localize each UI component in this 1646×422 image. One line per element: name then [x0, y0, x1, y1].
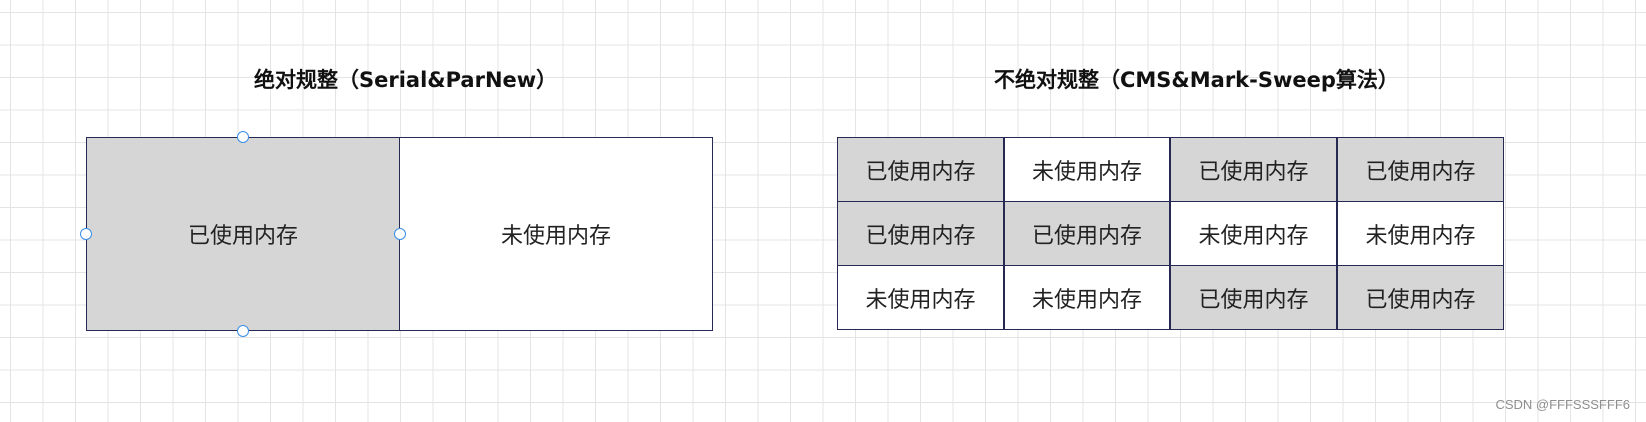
- used-memory-cell[interactable]: 已使用内存: [837, 201, 1004, 266]
- left-diagram-title: 绝对规整（Serial&ParNew）: [254, 68, 558, 92]
- free-memory-block[interactable]: 未使用内存: [399, 137, 713, 331]
- used-memory-cell[interactable]: 已使用内存: [1170, 265, 1337, 330]
- used-memory-cell[interactable]: 已使用内存: [1004, 201, 1170, 266]
- resize-handle-top[interactable]: [237, 131, 249, 143]
- free-memory-cell[interactable]: 未使用内存: [837, 265, 1004, 330]
- free-memory-cell[interactable]: 未使用内存: [1004, 137, 1170, 202]
- right-diagram-title: 不绝对规整（CMS&Mark-Sweep算法）: [994, 68, 1399, 92]
- free-memory-cell[interactable]: 未使用内存: [1337, 201, 1504, 266]
- resize-handle-left[interactable]: [80, 228, 92, 240]
- used-memory-cell[interactable]: 已使用内存: [837, 137, 1004, 202]
- resize-handle-bottom[interactable]: [237, 325, 249, 337]
- free-memory-cell[interactable]: 未使用内存: [1004, 265, 1170, 330]
- used-memory-cell[interactable]: 已使用内存: [1170, 137, 1337, 202]
- used-memory-cell[interactable]: 已使用内存: [1337, 265, 1504, 330]
- fragmented-memory-diagram: 已使用内存未使用内存已使用内存已使用内存已使用内存已使用内存未使用内存未使用内存…: [837, 137, 1504, 331]
- used-memory-block[interactable]: 已使用内存: [86, 137, 400, 331]
- resize-handle-right[interactable]: [394, 228, 406, 240]
- free-memory-cell[interactable]: 未使用内存: [1170, 201, 1337, 266]
- watermark: CSDN @FFFSSSFFF6: [1495, 397, 1630, 412]
- compact-memory-diagram: 已使用内存 未使用内存: [80, 131, 713, 337]
- used-memory-cell[interactable]: 已使用内存: [1337, 137, 1504, 202]
